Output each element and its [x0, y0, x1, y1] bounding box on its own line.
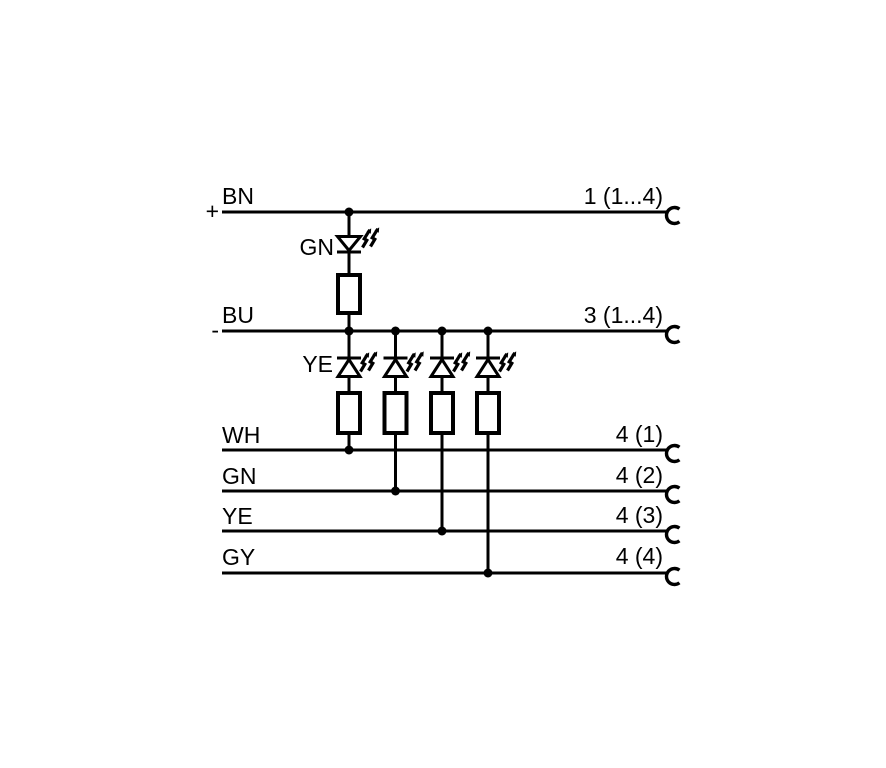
output-branch-2 — [384, 327, 424, 434]
resistor-symbol — [336, 273, 362, 315]
wire-bu: BU - 3 (1...4) — [211, 302, 682, 345]
socket-contact-icon — [664, 524, 682, 545]
wire-ye: YE 4 (3) — [222, 502, 682, 545]
wire-gy-label: GY — [222, 544, 255, 570]
power-led-branch: GN — [300, 207, 381, 336]
polarity-minus-label: - — [211, 317, 219, 343]
wire-gn-label: GN — [222, 463, 257, 489]
pin-label-4-1: 4 (1) — [616, 421, 663, 447]
wire-bn: BN + 1 (1...4) — [206, 183, 682, 226]
socket-contact-icon — [664, 566, 682, 587]
wire-wh-label: WH — [222, 422, 260, 448]
wire-ye-label: YE — [222, 503, 253, 529]
output-branch-1 — [337, 327, 377, 434]
power-led-label: GN — [300, 234, 335, 260]
socket-contact-icon — [664, 324, 682, 345]
light-emission-arrows-icon — [360, 225, 381, 250]
polarity-plus-label: + — [206, 198, 219, 224]
power-led-triangle-icon — [334, 235, 364, 253]
wire-bn-label: BN — [222, 183, 254, 209]
pin-label-4-4: 4 (4) — [616, 543, 663, 569]
socket-contact-icon — [664, 484, 682, 505]
socket-contact-icon — [664, 205, 682, 226]
wire-wh: WH 4 (1) — [222, 421, 682, 464]
socket-contact-icon — [664, 443, 682, 464]
pin-label-4-3: 4 (3) — [616, 502, 663, 528]
wire-gy: GY 4 (4) — [222, 543, 682, 587]
pin-label-3: 3 (1...4) — [584, 302, 663, 328]
pin-label-1: 1 (1...4) — [584, 183, 663, 209]
output-branch-3 — [430, 327, 470, 434]
output-led-branches: YE — [302, 327, 516, 578]
wire-bu-label: BU — [222, 302, 254, 328]
pin-label-4-2: 4 (2) — [616, 462, 663, 488]
wire-gn: GN 4 (2) — [222, 462, 682, 505]
output-branch-4 — [476, 327, 516, 434]
output-led-label: YE — [302, 351, 333, 377]
